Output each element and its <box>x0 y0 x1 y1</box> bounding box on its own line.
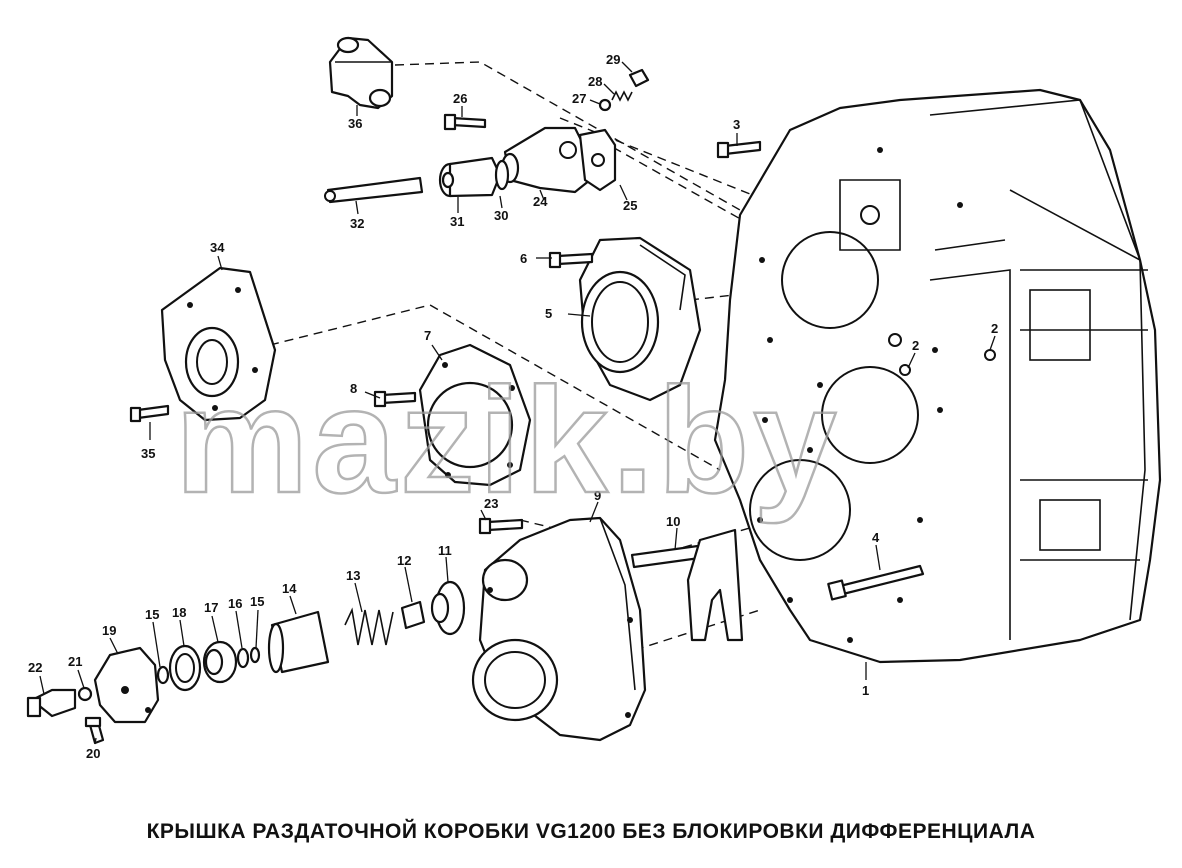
callout-32: 32 <box>350 216 364 231</box>
callout-16: 16 <box>228 596 242 611</box>
part-17-piston <box>202 640 238 684</box>
part-24-cylinder-body <box>500 126 592 194</box>
callout-15b: 15 <box>145 607 159 622</box>
callout-36: 36 <box>348 116 362 131</box>
callout-35: 35 <box>141 446 155 461</box>
part-32-push-rod <box>324 176 424 204</box>
part-11-bearing <box>430 580 466 636</box>
callout-18: 18 <box>172 605 186 620</box>
watermark: mazik.by <box>175 356 841 524</box>
callout-9: 9 <box>594 488 601 503</box>
part-30-seal <box>494 159 510 191</box>
callout-14: 14 <box>282 581 297 596</box>
callout-2a: 2 <box>912 338 919 353</box>
part-27-ring <box>598 98 612 112</box>
part-21-ring <box>77 686 93 702</box>
part-13-spring <box>344 607 394 646</box>
callout-10: 10 <box>666 514 680 529</box>
part-36-bracket <box>328 36 394 110</box>
part-16-ring <box>236 647 250 669</box>
part-19-end-cover <box>93 646 160 724</box>
callout-13: 13 <box>346 568 360 583</box>
part-6-bolt <box>548 251 594 269</box>
callout-3: 3 <box>733 117 740 132</box>
callout-25: 25 <box>623 198 637 213</box>
part-15-ring <box>156 646 261 685</box>
part-1-transfer-case-housing <box>713 88 1162 664</box>
callout-19: 19 <box>102 623 116 638</box>
callout-20: 20 <box>86 746 100 761</box>
callout-26: 26 <box>453 91 467 106</box>
part-35-bolt <box>129 404 170 423</box>
part-3-bolt <box>716 140 762 159</box>
callout-7: 7 <box>424 328 431 343</box>
part-5-flange <box>578 236 702 402</box>
callout-24: 24 <box>533 194 548 209</box>
callout-8: 8 <box>350 381 357 396</box>
callout-29: 29 <box>606 52 620 67</box>
callout-23: 23 <box>484 496 498 511</box>
callout-17: 17 <box>204 600 218 615</box>
leader-lines <box>39 61 996 745</box>
callout-6: 6 <box>520 251 527 266</box>
part-23-bolt <box>478 517 524 535</box>
part-8-bolt <box>373 390 417 408</box>
part-28-spring <box>611 90 633 102</box>
callout-1: 1 <box>862 683 869 698</box>
callout-5: 5 <box>545 306 552 321</box>
part-22-sensor <box>26 688 77 718</box>
callout-2b: 2 <box>991 321 998 336</box>
callout-27: 27 <box>572 91 586 106</box>
part-18-seal <box>168 644 202 692</box>
part-10-shift-fork <box>630 528 744 642</box>
callout-4: 4 <box>872 530 880 545</box>
part-26-bolt <box>443 113 487 131</box>
part-34-bearing-cover <box>160 266 277 422</box>
part-31-piston <box>438 156 502 198</box>
part-20-bolt <box>84 716 105 745</box>
part-29-cap <box>628 68 650 88</box>
callout-28: 28 <box>588 74 602 89</box>
part-25-gasket <box>578 128 617 192</box>
callout-numbers: 1 2 2 3 4 5 6 7 8 9 10 11 12 13 14 15 16… <box>28 52 998 761</box>
part-9-selector-housing <box>471 516 647 742</box>
part-12-bushing <box>400 600 426 630</box>
callout-22: 22 <box>28 660 42 675</box>
callout-12: 12 <box>397 553 411 568</box>
callout-21: 21 <box>68 654 82 669</box>
callout-30: 30 <box>494 208 508 223</box>
callout-34: 34 <box>210 240 225 255</box>
callout-15a: 15 <box>250 594 264 609</box>
part-14-piston <box>267 610 330 674</box>
diagram-caption: КРЫШКА РАЗДАТОЧНОЙ КОРОБКИ VG1200 БЕЗ БЛ… <box>146 820 1036 843</box>
part-4-long-bolt <box>827 564 925 601</box>
callout-31: 31 <box>450 214 464 229</box>
part-7-cover <box>418 343 532 487</box>
callout-11: 11 <box>438 543 452 558</box>
